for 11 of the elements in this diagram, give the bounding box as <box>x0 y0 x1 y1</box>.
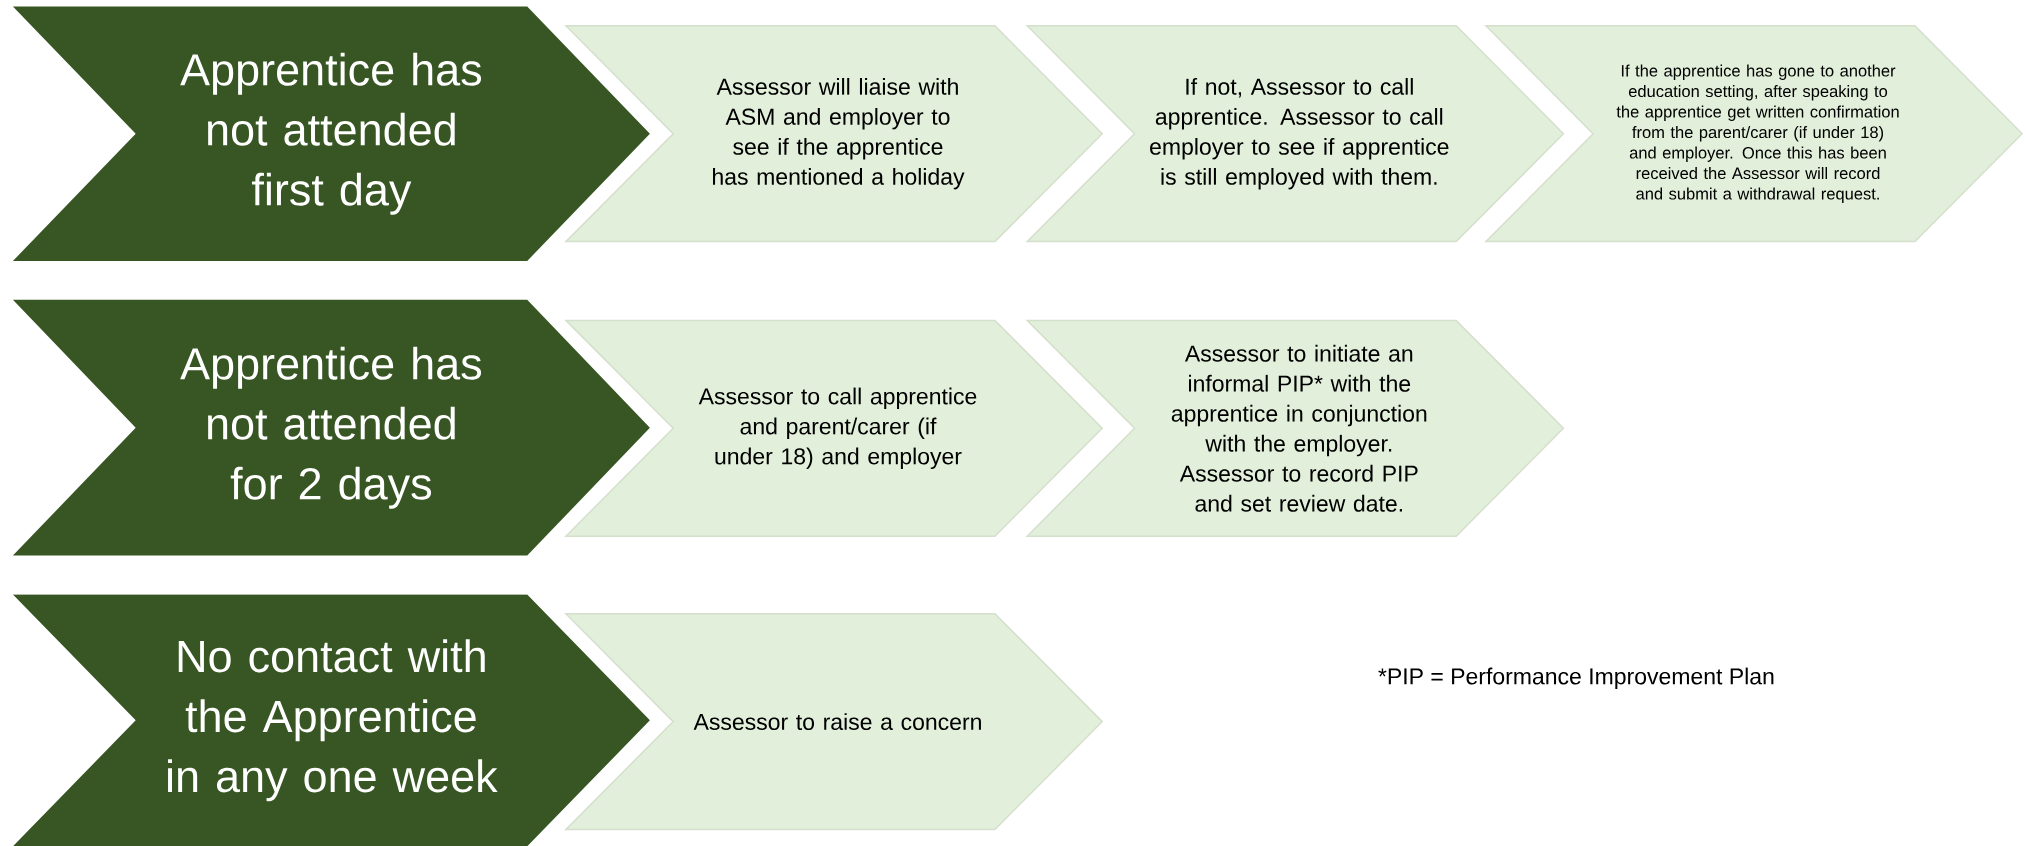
action-panel: Assessor to raise a concern <box>564 612 1104 831</box>
stage-banner: No contact with the Apprentice in any one week <box>12 594 650 846</box>
action-panel: Assessor to call apprentice and parent/carer (if under 18) and employer <box>564 319 1104 537</box>
node-label: If the apprentice has gone to another education setting, after speaking to the apprentice get written confirmation from the parent/carer (if under 18) and employer. Once this has been received the Assessor will record and submit a withdrawal request. <box>1616 64 1899 203</box>
action-panel: Assessor to initiate an informal PIP* with the apprentice in conjunction with the employer. Assessor to record PIP and set review date. <box>1025 319 1565 537</box>
action-panel: Assessor will liaise with ASM and employer to see if the apprentice has mentioned a holiday <box>564 25 1104 243</box>
stage-banner: Apprentice has not attended for 2 days <box>12 299 650 556</box>
footnote: *PIP = Performance Improvement Plan <box>1378 667 1774 689</box>
action-panel: If the apprentice has gone to another education setting, after speaking to the apprentice get written confirmation from the parent/carer (if under 18) and employer. Once this has been received the Assessor will record and submit a withdrawal request. <box>1484 25 2024 243</box>
action-panel: If not, Assessor to call apprentice. Assessor to call employer to see if apprentice is still employed with them. <box>1025 25 1565 243</box>
stage-banner: Apprentice has not attended first day <box>12 6 650 261</box>
